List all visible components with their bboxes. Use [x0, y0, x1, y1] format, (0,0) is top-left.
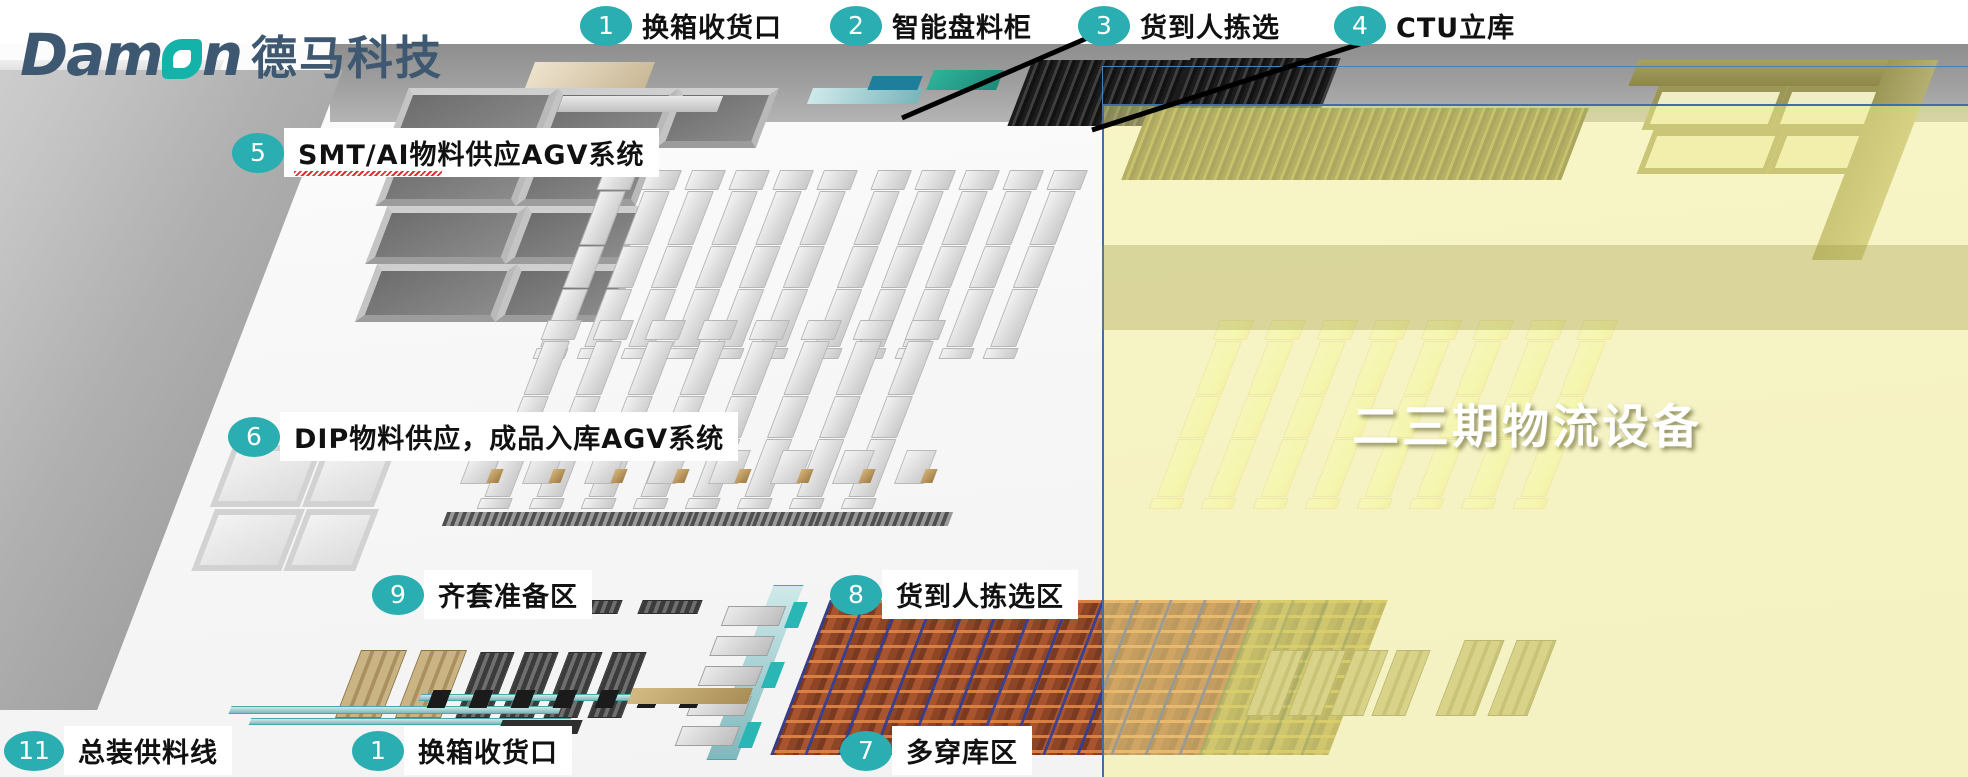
logo-wordmark-pre: Dam — [20, 21, 164, 89]
callout-11-bottom[interactable]: 11 总装供料线 — [4, 726, 232, 775]
callout-label: CTU立库 — [1396, 13, 1516, 44]
callout-badge: 5 — [232, 132, 284, 173]
callout-7-bottom[interactable]: 7 多穿库区 — [840, 726, 1032, 775]
callout-label: 货到人拣选区 — [882, 570, 1078, 619]
room — [354, 264, 518, 322]
callout-1-top[interactable]: 1 换箱收货口 — [580, 4, 792, 47]
leaf-o-icon — [161, 39, 202, 79]
ctu-rack-block-phase2 — [1121, 108, 1589, 180]
dip-line-row — [423, 450, 1073, 580]
callout-label: 换箱收货口 — [404, 726, 572, 775]
smt-line-row-phase2 — [1136, 320, 1784, 550]
callout-label: 总装供料线 — [64, 726, 232, 775]
callout-badge: 1 — [352, 730, 404, 771]
callout-9[interactable]: 9 齐套准备区 — [372, 570, 592, 619]
callout-label: 多穿库区 — [892, 726, 1032, 775]
callout-badge: 1 — [580, 5, 632, 46]
room — [365, 206, 528, 264]
callout-badge: 2 — [830, 5, 882, 46]
callout-label: 换箱收货口 — [642, 13, 782, 44]
callout-6[interactable]: 6 DIP物料供应，成品入库AGV系统 — [228, 412, 739, 461]
callout-label: DIP物料供应，成品入库AGV系统 — [280, 412, 739, 461]
callout-label: 智能盘料柜 — [892, 13, 1032, 44]
callout-5[interactable]: 5 SMT/AI物料供应AGV系统 — [232, 128, 659, 177]
callout-1-bottom[interactable]: 1 换箱收货口 — [352, 726, 572, 775]
callout-3-top[interactable]: 3 货到人拣选 — [1078, 4, 1290, 47]
callout-badge: 9 — [372, 574, 424, 615]
callout-label: SMT/AI物料供应AGV系统 — [284, 128, 659, 177]
callout-label: 齐套准备区 — [424, 570, 592, 619]
callout-8[interactable]: 8 货到人拣选区 — [830, 570, 1078, 619]
callout-badge: 11 — [4, 730, 64, 771]
callout-badge: 8 — [830, 574, 882, 615]
logo-wordmark-post: n — [201, 21, 243, 89]
callout-badge: 6 — [228, 416, 280, 457]
callout-badge: 3 — [1078, 5, 1130, 46]
callout-badge: 7 — [840, 730, 892, 771]
callout-label: 货到人拣选 — [1140, 13, 1280, 44]
callout-2-top[interactable]: 2 智能盘料柜 — [830, 4, 1042, 47]
callout-badge: 4 — [1334, 5, 1386, 46]
ctu-rack-block — [1169, 58, 1341, 114]
callout-4-top[interactable]: 4 CTU立库 — [1334, 4, 1525, 47]
logo-chinese: 德马科技 — [251, 31, 444, 85]
